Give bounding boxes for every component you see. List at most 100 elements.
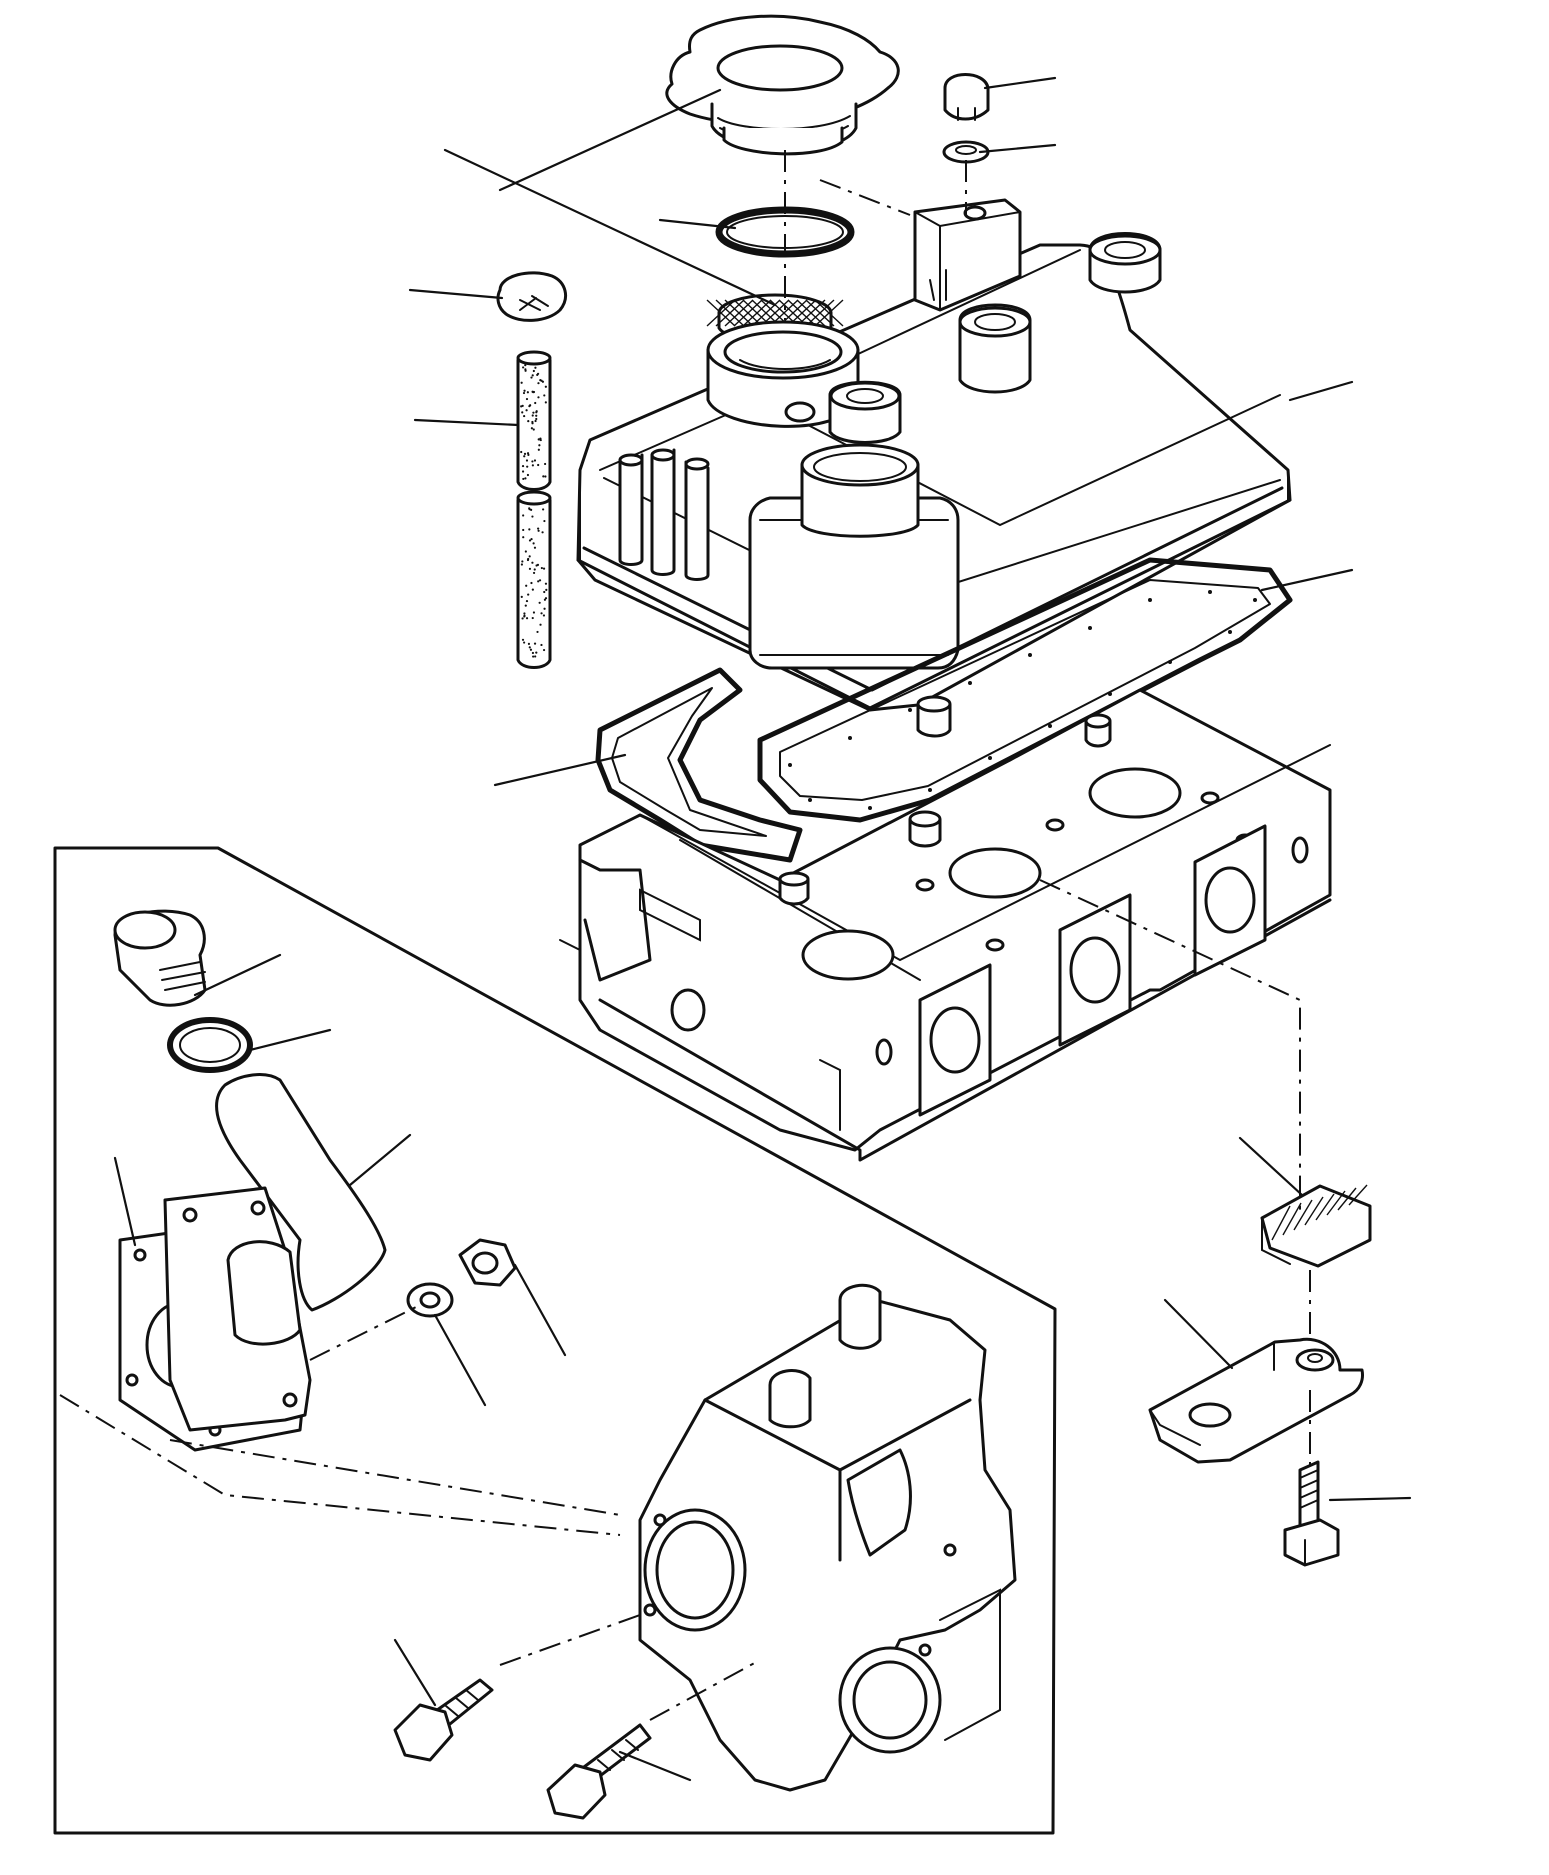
pipe-clip-lower [1260, 1184, 1372, 1268]
gasket-dot [1028, 653, 1032, 657]
stipple-dot [530, 538, 533, 541]
stipple-dot [537, 396, 540, 399]
gasket-dot [1253, 598, 1257, 602]
stipple-dot [537, 580, 540, 583]
gasket-dot [808, 798, 812, 802]
inset-nut [458, 1238, 517, 1287]
stipple-dot [530, 427, 534, 430]
stipple-dot [523, 612, 526, 615]
stipple-dot [537, 448, 540, 451]
stipple-dot [521, 560, 524, 563]
stipple-dot [531, 420, 534, 424]
oil-filler-cap [665, 14, 900, 156]
stipple-dot [529, 648, 533, 651]
stipple-dot [521, 464, 525, 468]
stipple-dot [520, 381, 523, 384]
stipple-dot [544, 597, 548, 600]
stipple-dot [520, 563, 524, 566]
gasket-dot [928, 788, 932, 792]
clip-hatch-line [1337, 1187, 1357, 1211]
stipple-dot [521, 617, 524, 620]
stipple-dot [522, 391, 526, 395]
stipple-dot [537, 529, 540, 532]
stipple-dot [540, 566, 543, 570]
stipple-dot [528, 646, 531, 649]
stipple-dot [544, 582, 548, 585]
stipple-dot [520, 450, 523, 454]
stipple-dot [531, 616, 534, 620]
acorn-nut [943, 73, 990, 121]
stipple-dot [535, 410, 538, 413]
stipple-dot [543, 394, 546, 397]
stipple-dot [532, 655, 535, 658]
stipple-dot [535, 564, 538, 567]
stipple-dot [531, 651, 535, 655]
stipple-dot [541, 531, 544, 534]
stipple-dot [533, 546, 537, 549]
stipple-dot [520, 595, 523, 598]
stipple-dot [531, 374, 534, 377]
stipple-dot [544, 385, 547, 388]
stipple-dot [537, 382, 540, 385]
gasket-dot [1108, 692, 1112, 696]
stipple-dot [526, 452, 530, 455]
clip-hatch-line [1326, 1190, 1346, 1216]
stipple-dot [523, 455, 526, 458]
inset-adapter-flange [163, 1186, 312, 1432]
stipple-dot [525, 409, 528, 412]
stipple-dot [530, 581, 533, 585]
stipple-dot [521, 411, 524, 414]
stipple-dot [531, 561, 534, 564]
stipple-dot [538, 601, 541, 604]
stipple-dot [535, 414, 538, 417]
gasket-dot [1048, 724, 1052, 728]
stipple-dot [523, 414, 526, 418]
assembly-centerlines [59, 150, 1311, 1721]
stipple-dot [524, 364, 527, 367]
stipple-dot [528, 405, 531, 408]
stipple-dot [528, 528, 531, 531]
stipple-dot [526, 473, 530, 477]
stipple-dot [522, 528, 525, 532]
stipple-dot [543, 607, 546, 610]
stipple-dot [527, 453, 530, 456]
stipple-dot [528, 539, 532, 542]
stipple-dot [536, 630, 539, 634]
stipple-dot [531, 460, 534, 463]
stipple-dot [542, 648, 546, 652]
inset-hose [215, 1073, 387, 1312]
stipple-dot [525, 584, 528, 587]
stipple-dot [531, 414, 534, 417]
clip-hatch-line [1282, 1202, 1302, 1236]
stipple-dot [521, 638, 525, 641]
stipple-dot [526, 391, 529, 394]
clip-hatch-line [1348, 1184, 1368, 1206]
stipple-dot [523, 452, 527, 455]
stipple-dot [532, 542, 535, 545]
stipple-dot [542, 614, 546, 617]
stipple-dot [533, 459, 537, 462]
stipple-dot [521, 470, 525, 473]
rocker-cover [576, 198, 1292, 712]
stipple-dot [523, 614, 526, 617]
clip-hatch-line [1271, 1205, 1291, 1241]
stipple-dot [543, 590, 546, 594]
rocker-cover-gasket [757, 557, 1293, 823]
callout-leaders [113, 76, 1412, 1782]
gasket-dot [988, 756, 992, 760]
stipple-dot [545, 588, 548, 592]
stipple-dot [522, 536, 525, 539]
stipple-dot [535, 417, 538, 421]
stipple-dot [526, 465, 529, 468]
stipple-dot [533, 568, 536, 571]
stipple-dot [532, 571, 536, 575]
stipple-dot [527, 642, 531, 645]
inset-housing [638, 1283, 1017, 1792]
stipple-dot [524, 477, 527, 480]
stipple-dot [542, 475, 545, 478]
stipple-dot [525, 617, 529, 620]
stipple-dot [543, 462, 547, 466]
breather-hose [516, 350, 552, 669]
stipple-dot [528, 555, 531, 558]
stipple-dot [531, 588, 534, 591]
